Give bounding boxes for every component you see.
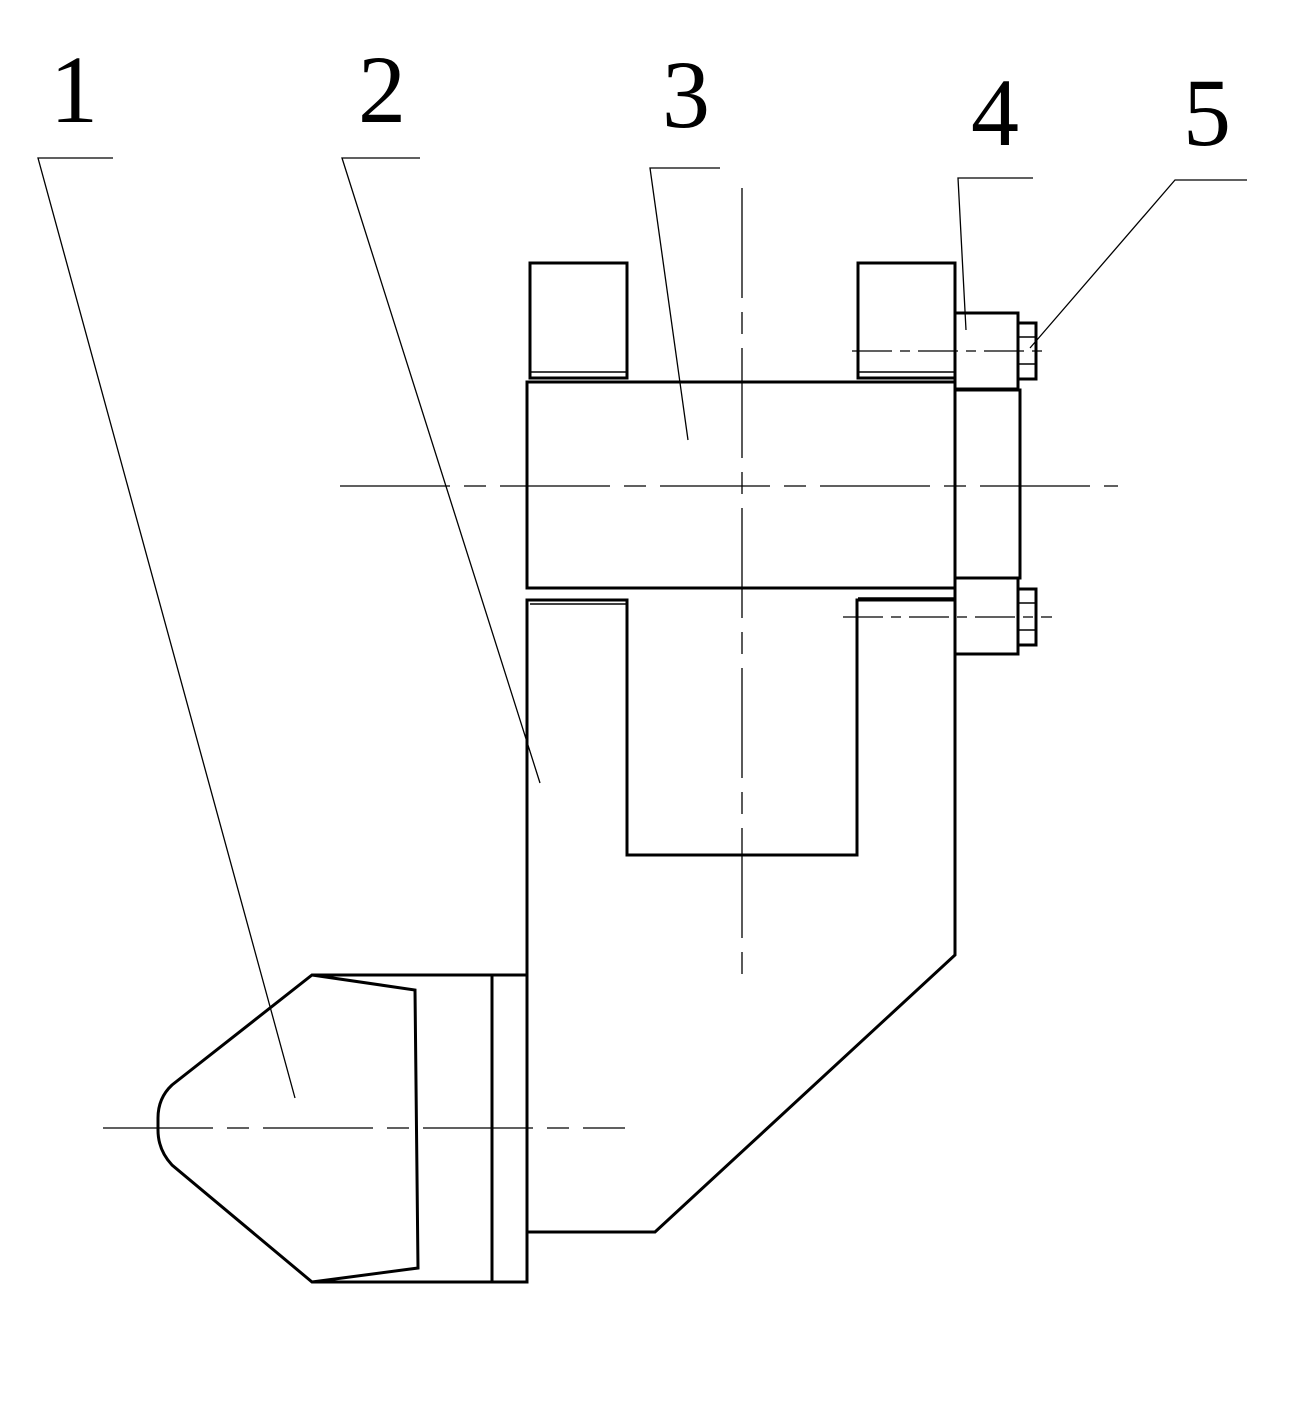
part-label-4: 4 — [971, 59, 1019, 166]
part-label-5: 5 — [1183, 59, 1231, 166]
part-label-3: 3 — [662, 41, 710, 148]
center-lines — [103, 188, 1118, 1129]
leader-lines — [37, 157, 1247, 1099]
part-labels: 1 2 3 4 5 — [50, 36, 1231, 166]
part-label-2: 2 — [358, 36, 406, 143]
part-label-1: 1 — [50, 36, 98, 143]
pick-holder-body — [525, 261, 957, 1234]
retaining-plate — [953, 311, 1020, 656]
pin-shaft — [525, 380, 1022, 590]
